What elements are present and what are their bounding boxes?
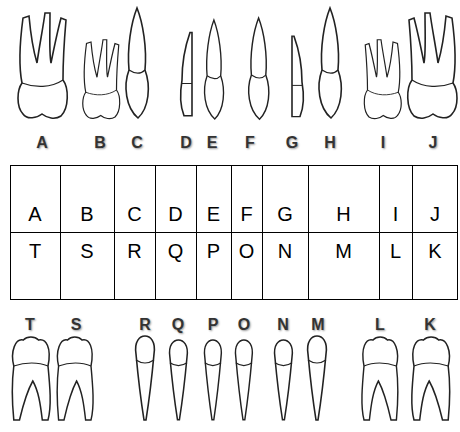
tooth-letter: T	[25, 317, 35, 333]
table-cell: P	[207, 241, 220, 261]
table-cell: G	[277, 204, 293, 224]
tooth-letter: F	[245, 135, 255, 151]
table-cell: N	[278, 241, 292, 261]
table-cell: H	[336, 204, 350, 224]
table-cell: Q	[168, 241, 184, 261]
table-cell: J	[430, 204, 440, 224]
tooth-letter: B	[94, 135, 106, 151]
tooth-letter: E	[207, 135, 218, 151]
table-cell: S	[80, 241, 93, 261]
table-cell: F	[240, 204, 252, 224]
table-cell: K	[428, 241, 441, 261]
tooth-letter: A	[36, 135, 48, 151]
table-cell: L	[390, 241, 401, 261]
table-cell: E	[207, 204, 220, 224]
tooth-letter: O	[238, 317, 250, 333]
tooth-letter: P	[208, 317, 219, 333]
tooth-letter: K	[424, 317, 436, 333]
table-cell: B	[80, 204, 93, 224]
tooth-letter: L	[375, 317, 385, 333]
tooth-letter: R	[139, 317, 151, 333]
letter-table	[10, 165, 458, 300]
table-cell: D	[168, 204, 182, 224]
table-cell: M	[335, 241, 352, 261]
tooth-letter: Q	[172, 317, 184, 333]
tooth-letter: C	[131, 135, 143, 151]
table-cell: A	[28, 204, 41, 224]
table-cell: I	[393, 204, 399, 224]
table-cell: T	[29, 241, 41, 261]
tooth-letter: S	[71, 317, 82, 333]
table-cell: O	[239, 241, 255, 261]
tooth-letter: I	[381, 135, 385, 151]
table-cell: R	[127, 241, 141, 261]
table-cell: C	[127, 204, 141, 224]
tooth-letter: G	[286, 135, 298, 151]
tooth-letter: M	[311, 317, 324, 333]
tooth-letter: D	[180, 135, 192, 151]
tooth-letter: H	[324, 135, 336, 151]
tooth-letter: J	[429, 135, 438, 151]
tooth-letter: N	[277, 317, 289, 333]
